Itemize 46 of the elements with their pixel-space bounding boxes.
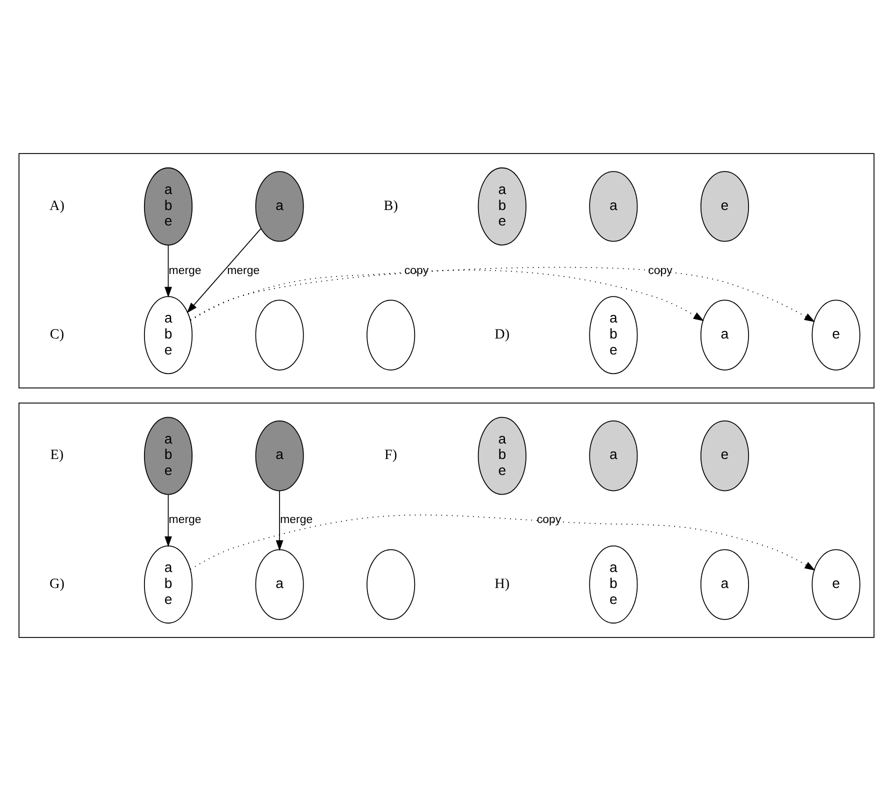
edge-label: copy [404, 264, 429, 276]
node-ellipse: a b e [478, 416, 526, 494]
edge-label: merge [227, 264, 260, 276]
arrow [190, 269, 704, 321]
arrow [186, 228, 262, 313]
arrow [190, 266, 815, 322]
node-ellipse: a b e [144, 296, 193, 374]
node-ellipse: e [812, 548, 860, 620]
node-ellipse: a b e [589, 545, 638, 624]
label: G) [50, 575, 64, 592]
node-ellipse: a [589, 170, 638, 242]
node-ellipse: a b e [589, 296, 638, 374]
cluster [18, 402, 874, 638]
edge-label: copy [536, 514, 562, 526]
label: H) [494, 575, 510, 592]
node-ellipse: a [700, 299, 750, 370]
label: F) [384, 446, 398, 463]
edge-label: merge [168, 514, 202, 526]
node-ellipse: a [255, 548, 304, 620]
node-ellipse: a [589, 420, 638, 491]
node-ellipse: e [700, 420, 750, 491]
label: A) [50, 197, 64, 214]
node-ellipse [366, 548, 416, 620]
cluster [18, 152, 874, 388]
arrow [276, 490, 284, 550]
node-ellipse [255, 299, 304, 370]
node-ellipse: a b e [144, 416, 193, 494]
node-ellipse: e [700, 170, 750, 242]
label: C) [50, 326, 64, 342]
edge-label: copy [648, 264, 672, 276]
node-ellipse: a b e [144, 545, 193, 624]
node-ellipse: a b e [478, 166, 526, 245]
edge-label: merge [280, 514, 313, 526]
arrow [164, 244, 172, 298]
label: E) [50, 446, 64, 463]
label: D) [494, 326, 510, 342]
node-ellipse: a [255, 170, 304, 242]
node-ellipse: a [700, 548, 750, 620]
node-ellipse: a [255, 420, 304, 491]
edge-label: merge [168, 264, 202, 276]
arrow [190, 514, 816, 570]
label: B) [384, 197, 398, 214]
node-ellipse [366, 299, 416, 370]
node-ellipse: a b e [144, 166, 193, 245]
arrow [164, 494, 172, 546]
node-ellipse: e [812, 299, 860, 370]
